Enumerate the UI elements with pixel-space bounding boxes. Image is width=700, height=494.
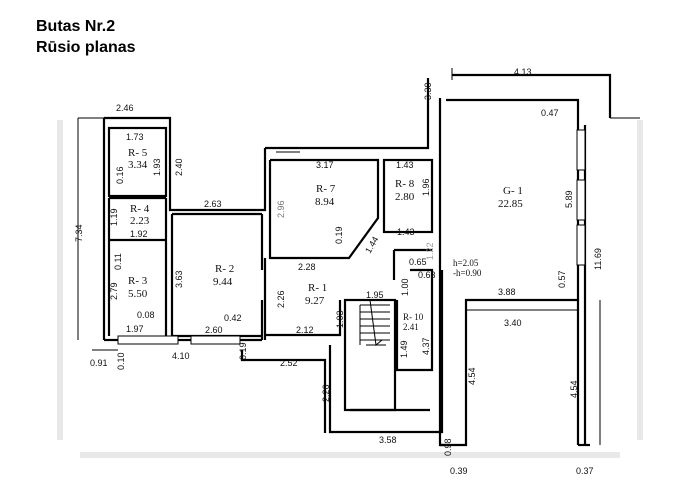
- dim-label: 0.57: [557, 270, 567, 288]
- room-id-r4: R- 4: [130, 203, 150, 215]
- room-area-r7: 8.94: [315, 196, 335, 208]
- dim-label: 0.37: [576, 466, 594, 476]
- dim-label: 4.10: [172, 351, 190, 361]
- window-bottom-1: [117, 335, 179, 345]
- dim-label: 4.37: [421, 337, 431, 355]
- dim-label: 0.63: [418, 270, 436, 280]
- dim-label: 1.97: [126, 324, 144, 334]
- dim-label: 5.89: [564, 190, 574, 208]
- dim-label: 4.54: [467, 367, 477, 385]
- room-id-r10: R- 10: [403, 312, 424, 322]
- room-id-r2: R- 2: [215, 263, 234, 275]
- dim-label: 0.19: [238, 342, 248, 360]
- dim-label: 0.42: [224, 313, 242, 323]
- room-area-r8: 2.80: [395, 191, 415, 203]
- window-garage-2: [576, 179, 586, 221]
- room-area-r2: 9.44: [213, 276, 233, 288]
- plan-subtitle: Rūsio planas: [36, 39, 136, 56]
- dim-label: 3.40: [504, 318, 522, 328]
- dim-label: 1.96: [421, 178, 431, 196]
- window-garage-3: [576, 224, 586, 266]
- dim-label: 3.30: [423, 82, 433, 100]
- dim-label: 2.63: [204, 199, 222, 209]
- dim-label: 1.49: [399, 340, 409, 358]
- dim-label: 0.91: [90, 358, 108, 368]
- dim-label: 7.34: [74, 224, 84, 242]
- dim-label: 0.39: [450, 466, 468, 476]
- dim-label: 4.54: [569, 380, 579, 398]
- height-label: h=2.05: [453, 258, 479, 268]
- dim-label: 1.73: [126, 132, 144, 142]
- window-bottom-2: [190, 335, 241, 345]
- room-area-r1: 9.27: [305, 295, 325, 307]
- staircase: [359, 299, 390, 346]
- room-id-r1: R- 1: [308, 282, 327, 294]
- room-id-g1: G- 1: [503, 185, 523, 197]
- dim-label: 0.19: [334, 226, 344, 244]
- dim-label: 0.08: [137, 310, 155, 320]
- dim-label: 2.26: [276, 290, 286, 308]
- window-garage-1: [576, 129, 586, 171]
- dim-label: 3.17: [316, 160, 334, 170]
- dim-label: 0.10: [116, 352, 126, 370]
- dim-label: 2.60: [205, 325, 223, 335]
- dim-label: 3.58: [379, 435, 397, 445]
- dim-label: 1.44: [363, 235, 380, 255]
- room-area-r4: 2.23: [130, 215, 150, 227]
- dim-label: 1.93: [152, 158, 162, 176]
- walls: [77, 68, 640, 447]
- dim-label: 2.52: [280, 358, 298, 368]
- room-area-g1: 22.85: [498, 198, 523, 210]
- dim-label: 2.46: [116, 103, 134, 113]
- room-id-r8: R- 8: [395, 178, 415, 190]
- dim-label: 1.92: [130, 229, 148, 239]
- dim-label: 0.11: [113, 253, 123, 270]
- dim-label: 1.03: [335, 310, 345, 328]
- dim-label: 2.40: [174, 158, 184, 176]
- dim-label: 3.63: [174, 270, 184, 288]
- room-id-r7: R- 7: [316, 183, 336, 195]
- plan-title: Butas Nr.2: [36, 18, 116, 35]
- dim-label: 0.47: [541, 108, 559, 118]
- dim-label: 2.79: [109, 282, 119, 300]
- room-labels: R- 5 3.34 R- 4 2.23 R- 3 5.50 R- 2 9.44 …: [128, 147, 523, 332]
- dim-label: 0.16: [115, 166, 125, 184]
- dim-label: 2.12: [296, 325, 314, 335]
- background-texture: [57, 120, 643, 458]
- room-area-r3: 5.50: [128, 288, 148, 300]
- room-id-r5: R- 5: [128, 147, 148, 159]
- dim-label: 0.65: [409, 257, 427, 267]
- dim-label: 2.28: [298, 262, 316, 272]
- dim-label: 1.19: [109, 208, 119, 226]
- room-id-r3: R- 3: [128, 275, 148, 287]
- dim-label: 1.00: [400, 278, 410, 296]
- dim-label: 11.69: [593, 248, 603, 270]
- dim-label: 1.43: [396, 160, 414, 170]
- dim-label: 4.13: [514, 67, 532, 77]
- neg-height-label: -h=0.90: [453, 268, 482, 278]
- dim-label: 2.26: [321, 384, 331, 402]
- dim-label: 1.43: [397, 227, 415, 237]
- dim-label: 2.96: [276, 200, 286, 218]
- dimension-labels: 2.46 1.73 1.93 0.16 2.40 1.19 1.92 0.11 …: [74, 67, 603, 476]
- room-area-r5: 3.34: [128, 159, 148, 171]
- dim-label: 1.95: [366, 290, 384, 300]
- dim-label: 1.22: [425, 242, 435, 260]
- dim-label: 0.98: [443, 438, 453, 456]
- dim-label: 3.88: [498, 287, 516, 297]
- room-area-r10: 2.41: [403, 322, 419, 332]
